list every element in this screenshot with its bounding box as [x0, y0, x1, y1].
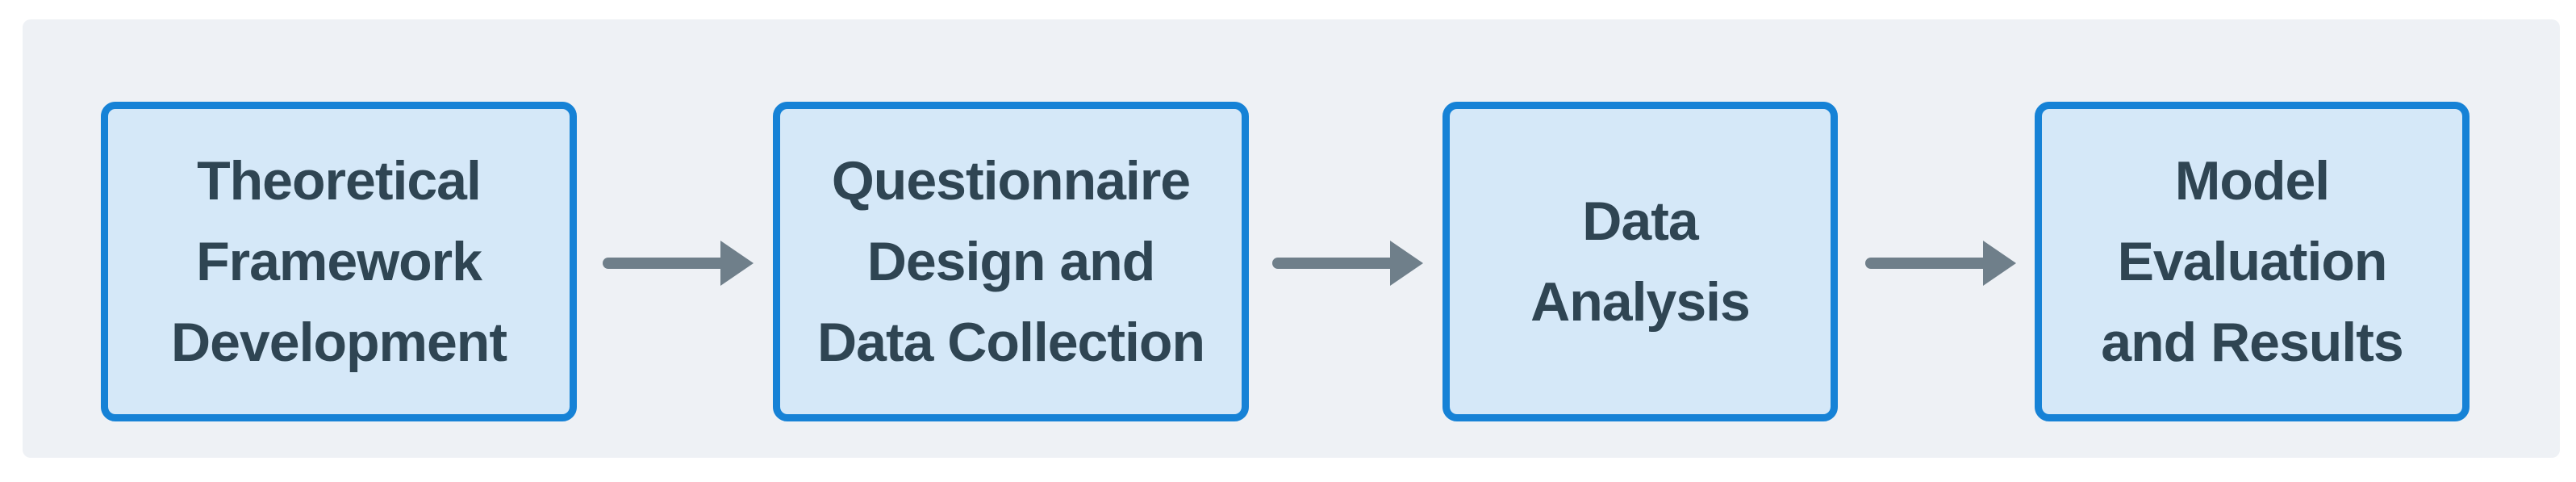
flow-step-model-evaluation-results: Model Evaluation and Results [2035, 102, 2470, 421]
flow-step-theoretical-framework-development: Theoretical Framework Development [101, 102, 577, 421]
flow-step-label: Data Analysis [1530, 191, 1751, 333]
flow-step-data-analysis: Data Analysis [1442, 102, 1838, 421]
flowchart-panel: Theoretical Framework Development Questi… [23, 19, 2560, 458]
flow-step-questionnaire-design-data-collection: Questionnaire Design and Data Collection [773, 102, 1249, 421]
flow-step-label: Questionnaire Design and Data Collection [817, 150, 1205, 373]
arrow-right-icon [1865, 241, 2016, 286]
arrow-right-icon [603, 241, 754, 286]
flow-step-label: Theoretical Framework Development [171, 150, 507, 373]
flow-step-label: Model Evaluation and Results [2101, 150, 2403, 373]
arrow-right-icon [1272, 241, 1423, 286]
